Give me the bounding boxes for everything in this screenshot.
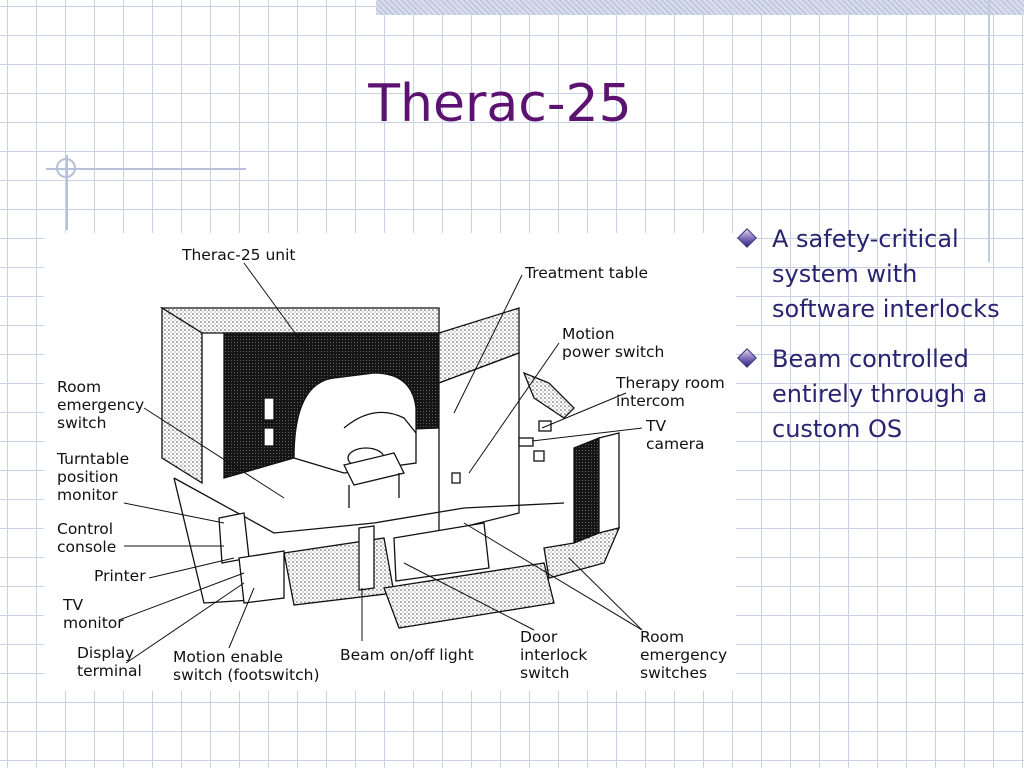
label-room-emergency-1: Room <box>57 378 101 396</box>
label-door-3: switch <box>520 664 569 682</box>
label-room-switches-2: emergency <box>640 646 727 664</box>
label-door-1: Door <box>520 628 558 646</box>
label-intercom-2: intercom <box>616 392 685 410</box>
label-door-2: interlock <box>520 646 587 664</box>
bullet-text: A safety-critical system with software i… <box>772 225 1000 323</box>
label-console-2: console <box>57 538 116 556</box>
diamond-bullet-icon <box>737 348 757 368</box>
label-intercom-1: Therapy room <box>615 374 725 392</box>
label-motion-enable-2: switch (footswitch) <box>173 666 320 684</box>
label-tv-monitor-2: monitor <box>63 614 124 632</box>
label-tv-monitor-1: TV <box>62 596 83 614</box>
bullet-item: A safety-critical system with software i… <box>737 222 1014 327</box>
label-treatment-table: Treatment table <box>524 264 648 282</box>
label-turntable-3: monitor <box>57 486 118 504</box>
decorative-horizontal-line <box>46 168 246 170</box>
decorative-circle <box>56 158 76 178</box>
label-display-2: terminal <box>77 662 142 680</box>
label-tv-camera-2: camera <box>646 435 705 453</box>
bullet-text: Beam controlled entirely through a custo… <box>772 345 988 443</box>
label-beam-light: Beam on/off light <box>340 646 474 664</box>
label-printer: Printer <box>94 567 146 585</box>
label-room-emergency-3: switch <box>57 414 106 432</box>
label-room-switches-1: Room <box>640 628 684 646</box>
label-room-emergency-2: emergency <box>57 396 144 414</box>
slide-title: Therac-25 <box>368 74 632 134</box>
label-display-1: Display <box>77 644 134 662</box>
header-pattern-strip <box>376 0 1024 15</box>
label-motion-power-2: power switch <box>562 343 664 361</box>
label-turntable-1: Turntable <box>56 450 129 468</box>
label-tv-camera-1: TV <box>645 417 666 435</box>
diagram-svg: Therac-25 unit Treatment table Motion po… <box>56 246 727 684</box>
decorative-vertical-line <box>66 155 68 230</box>
label-motion-enable-1: Motion enable <box>173 648 283 666</box>
label-room-switches-3: switches <box>640 664 707 682</box>
diamond-bullet-icon <box>737 228 757 248</box>
room-structure <box>159 306 621 629</box>
therac-25-room-diagram: Therac-25 unit Treatment table Motion po… <box>44 233 736 691</box>
label-console-1: Control <box>57 520 113 538</box>
label-therac-unit: Therac-25 unit <box>181 246 296 264</box>
bullet-item: Beam controlled entirely through a custo… <box>737 342 1014 447</box>
diagram-labels: Therac-25 unit Treatment table Motion po… <box>56 246 727 684</box>
callout-lines <box>118 262 643 664</box>
label-motion-power-1: Motion <box>562 325 615 343</box>
bullet-list: A safety-critical system with software i… <box>737 222 1014 462</box>
decorative-vertical-rule <box>988 0 990 262</box>
label-turntable-2: position <box>57 468 118 486</box>
